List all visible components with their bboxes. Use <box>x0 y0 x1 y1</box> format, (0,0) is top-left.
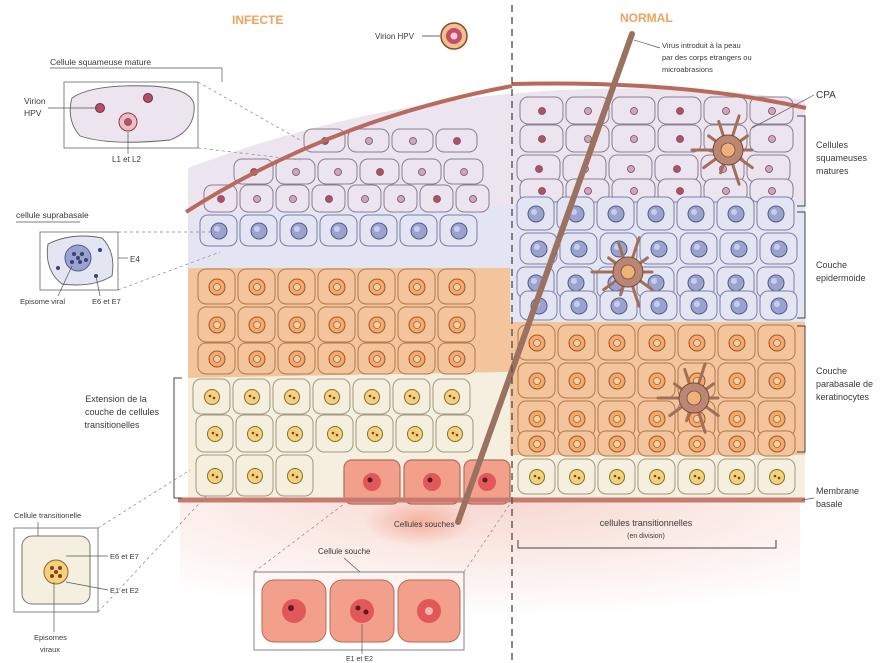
label-para-2: parabasale de <box>816 379 873 389</box>
callout-l1l2: L1 et L2 <box>112 155 141 164</box>
label-squam-3: matures <box>816 166 849 176</box>
label-trans-2: (en division) <box>627 533 665 540</box>
inset-stem-cells <box>262 580 460 642</box>
callout-stem-cells: Cellules souches <box>394 520 454 529</box>
callout-extension-3: transitionelles <box>84 420 140 430</box>
header-normal: NORMAL <box>620 11 673 25</box>
callout-e6e7-supra: E6 et E7 <box>92 297 121 306</box>
label-squam-2: squameuses <box>816 153 868 163</box>
callout-e6e7-trans: E6 et E7 <box>110 552 139 561</box>
callout-episomes-2: viraux <box>40 645 60 654</box>
label-membrane-2: basale <box>816 499 843 509</box>
stem-cells-row <box>344 460 510 504</box>
label-virus-1: Virus introduit à la peau <box>662 41 741 50</box>
label-trans-1: cellules transitionnelles <box>600 518 693 528</box>
label-para-3: keratinocytes <box>816 392 870 402</box>
callout-transitional-title: Cellule transitionelle <box>14 511 81 520</box>
label-virus-2: par des corps etrangers ou <box>662 53 752 62</box>
callout-e4: E4 <box>130 255 140 264</box>
label-para-1: Couche <box>816 366 847 376</box>
callout-extension-1: Extension de la <box>85 394 147 404</box>
callout-e1e2-stem: E1 et E2 <box>346 656 373 663</box>
callout-stem-title: Cellule souche <box>318 547 371 556</box>
callout-squamous-title: Cellule squameuse mature <box>50 57 151 67</box>
label-epi-1: Couche <box>816 260 847 270</box>
callout-virion-line2: HPV <box>24 108 42 118</box>
callout-extension-2: couche de cellules <box>85 407 160 417</box>
virion-key-label: Virion HPV <box>375 32 415 41</box>
callout-episomes-1: Episomes <box>34 633 67 642</box>
label-epi-2: epidermoide <box>816 273 866 283</box>
label-virus-3: microabrasions <box>662 65 713 74</box>
callout-suprabasal-title: cellule suprabasale <box>16 210 89 220</box>
callout-e1e2-trans: E1 et E2 <box>110 586 139 595</box>
label-membrane-1: Membrane <box>816 486 859 496</box>
callout-virion-line1: Virion <box>24 96 46 106</box>
extension-bracket <box>174 378 182 498</box>
label-squam-1: Cellules <box>816 140 849 150</box>
header-infected: INFECTE <box>232 13 283 27</box>
virion-icon <box>441 23 467 49</box>
callout-episome-viral: Episome viral <box>20 297 65 306</box>
label-cpa: CPA <box>816 90 836 101</box>
